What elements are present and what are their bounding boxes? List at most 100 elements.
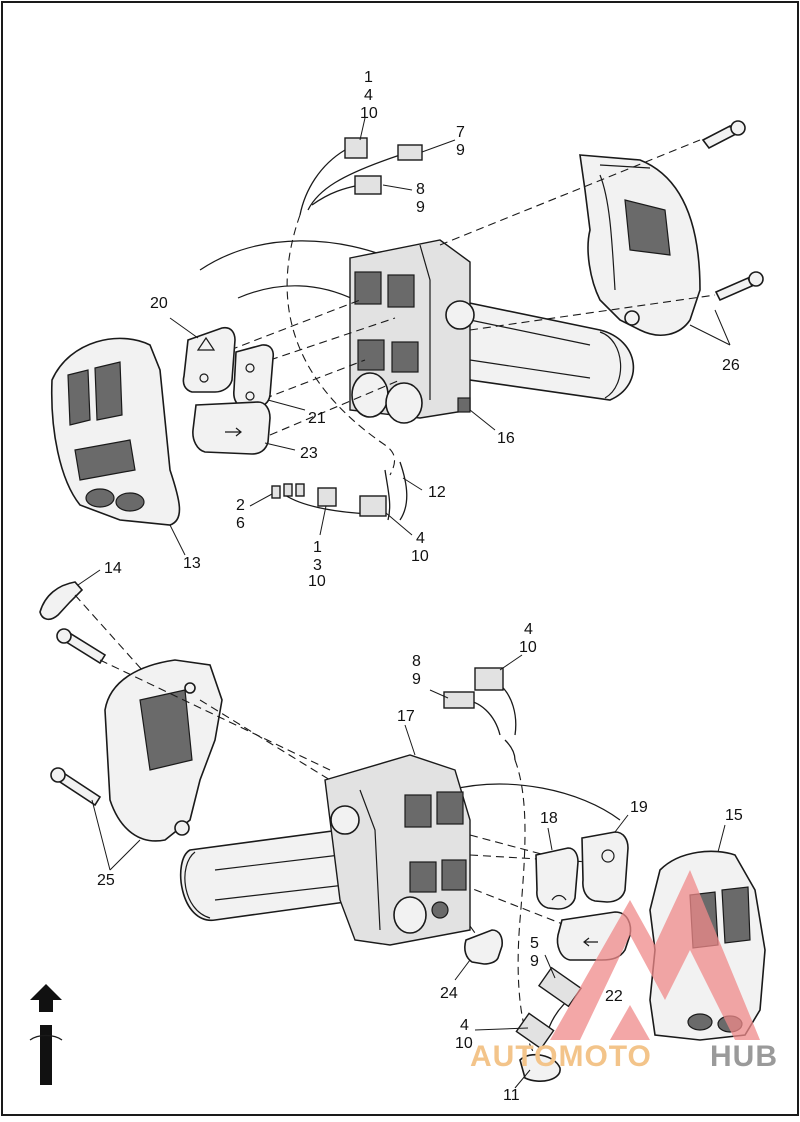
leader-14	[77, 569, 101, 586]
label-25: 25	[97, 872, 115, 889]
cover-left-window-2	[94, 361, 123, 421]
label-4b: 4	[416, 530, 425, 547]
align-line-4	[269, 317, 396, 361]
leader-8-9-lower	[429, 689, 449, 699]
label-19: 19	[630, 799, 648, 816]
label-10a: 10	[360, 105, 378, 122]
connector-8-9-upper	[354, 175, 382, 195]
label-10b: 10	[308, 573, 326, 590]
leader-4-10-upper	[385, 512, 413, 536]
harness-wire-d	[384, 469, 391, 521]
harness-wire-b	[307, 154, 401, 211]
motorcycle-symbol-icon	[40, 1025, 52, 1085]
switch-lever	[39, 581, 84, 621]
cover-left-hole-2	[115, 492, 145, 512]
label-5: 5	[530, 935, 539, 952]
terminal-2	[271, 485, 281, 499]
lower-cavity-3	[409, 861, 437, 893]
screw-lower-left-2-head	[50, 767, 66, 783]
label-22: 22	[605, 988, 623, 1005]
label-10d: 10	[519, 639, 537, 656]
align-line-6	[269, 379, 401, 436]
leader-2-6	[249, 493, 273, 507]
cover-lower-left-hole-top	[184, 682, 196, 694]
watermark-logo	[550, 870, 760, 1040]
label-16: 16	[497, 430, 515, 447]
label-8a: 8	[416, 181, 425, 198]
cover-left-window-1	[67, 369, 91, 426]
switch-cavity-4	[391, 341, 419, 373]
label-14: 14	[104, 560, 122, 577]
screw-lower-left-1-head	[56, 628, 72, 644]
terminal-6a	[283, 483, 293, 497]
label-4a: 4	[364, 87, 373, 104]
label-12: 12	[428, 484, 446, 501]
screw-lower-head	[748, 271, 764, 287]
label-8b: 8	[412, 653, 421, 670]
switch-button-24	[464, 929, 503, 965]
housing-pivot	[445, 300, 475, 330]
connector-4-10-lower	[474, 667, 504, 691]
hazard-symbol	[196, 336, 216, 351]
switch-button-18	[535, 847, 579, 910]
cover-upper-right-lip	[599, 164, 651, 169]
leader-13	[169, 524, 186, 556]
label-1b: 1	[313, 539, 322, 556]
connector-1-4-10-upper	[344, 137, 368, 159]
switch-cavity-3	[357, 339, 385, 371]
label-9d: 9	[530, 953, 539, 970]
leader-11	[514, 1069, 531, 1089]
label-26: 26	[722, 357, 740, 374]
housing-edge	[419, 244, 431, 400]
lower-cavity-2	[436, 791, 464, 825]
leader-7-9	[421, 139, 456, 153]
label-15: 15	[725, 807, 743, 824]
harness-wire-a	[299, 149, 346, 216]
label-18: 18	[540, 810, 558, 827]
housing-boss-1	[351, 372, 389, 418]
lower-cavity-1	[404, 794, 432, 828]
cover-left-window-3	[74, 439, 136, 481]
switch-button-turn	[192, 401, 271, 455]
leader-25	[91, 799, 141, 871]
connector-4-10-upper	[359, 495, 387, 517]
handgrip-right	[453, 298, 635, 401]
align-line-9	[469, 834, 546, 856]
wire-route-lower	[514, 759, 536, 1056]
housing-tab	[457, 397, 471, 413]
leader-18	[547, 827, 553, 851]
lower-housing-edge	[359, 789, 381, 931]
button-21-symbol-bottom	[245, 391, 255, 401]
leader-1-3-10	[319, 505, 327, 536]
harness-wire-e	[399, 461, 408, 521]
label-10e: 10	[455, 1035, 473, 1052]
leader-20	[169, 317, 199, 339]
label-17: 17	[397, 708, 415, 725]
wire-route-upper	[286, 214, 396, 476]
handlebar-arc-lower	[237, 285, 356, 301]
label-9c: 9	[412, 671, 421, 688]
lower-housing-pivot	[330, 805, 360, 835]
watermark-triangle-icon	[550, 870, 760, 1040]
front-arrow-icon	[30, 984, 62, 1012]
cover-left-hole-1	[85, 488, 115, 508]
cover-upper-right-hole	[624, 310, 640, 326]
cover-lower-left-hole	[174, 820, 190, 836]
cover-lower-right-hole-1	[687, 1013, 713, 1031]
connector-1-3-10	[317, 487, 337, 507]
motorcycle-handlebar-icon	[29, 1034, 63, 1041]
label-4c: 4	[524, 621, 533, 638]
leader-12	[402, 477, 423, 491]
handlebar-arc-lower-right	[449, 783, 621, 821]
handgrip-left-end	[184, 851, 211, 919]
button-22-arrow	[583, 937, 598, 947]
cover-upper-right-window	[624, 199, 671, 256]
handgrip-left	[179, 829, 362, 921]
label-6: 6	[236, 515, 245, 532]
align-line-7	[99, 659, 331, 771]
leader-5-9	[544, 954, 556, 979]
label-24: 24	[440, 985, 458, 1002]
label-4d: 4	[460, 1017, 469, 1034]
